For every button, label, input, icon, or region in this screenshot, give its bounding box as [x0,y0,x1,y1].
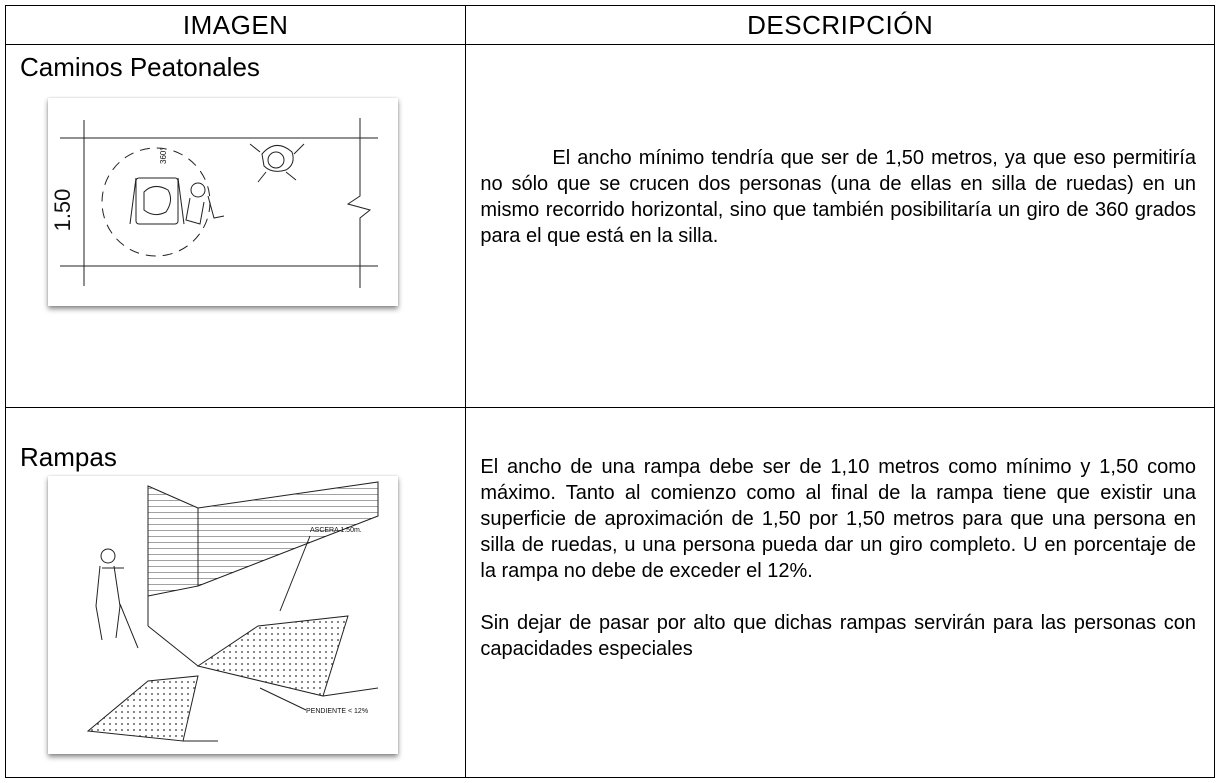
description-caminos: El ancho mínimo tendría que ser de 1,50 … [466,145,1214,249]
section-title-caminos: Caminos Peatonales [20,52,260,82]
pedestrian-path-drawing: 1.50 360° [50,118,378,288]
cell-description-caminos: El ancho mínimo tendría que ser de 1,50 … [465,44,1215,408]
header-image: IMAGEN [4,5,467,45]
slope-label: PENDIENTE < 12% [306,708,368,715]
section-title-rampas: Rampas [20,442,117,472]
description-rampas: El ancho de una rampa debe ser de 1,10 m… [466,454,1214,662]
sidewalk-label: ASCERA 1.50m. [310,527,362,534]
ramp-figure: ASCERA 1.50m. PENDIENTE < 12% [48,476,398,754]
accessibility-table: IMAGEN DESCRIPCIÓN Caminos Peatonales [4,5,1215,778]
cell-image-rampas: Rampas [4,407,467,778]
angle-label: 360° [159,147,168,164]
description-caminos-text: El ancho mínimo tendría que ser de 1,50 … [480,147,1196,247]
pedestrian-path-figure: 1.50 360° [48,98,398,306]
cell-image-caminos: Caminos Peatonales [4,44,467,408]
description-rampas-p1: El ancho de una rampa debe ser de 1,10 m… [480,456,1196,582]
dimension-label: 1.50 [50,189,75,232]
cell-description-rampas: El ancho de una rampa debe ser de 1,10 m… [465,407,1215,778]
description-rampas-p2: Sin dejar de pasar por alto que dichas r… [480,612,1196,660]
header-description: DESCRIPCIÓN [465,5,1215,45]
ramp-drawing: ASCERA 1.50m. PENDIENTE < 12% [86,481,379,742]
